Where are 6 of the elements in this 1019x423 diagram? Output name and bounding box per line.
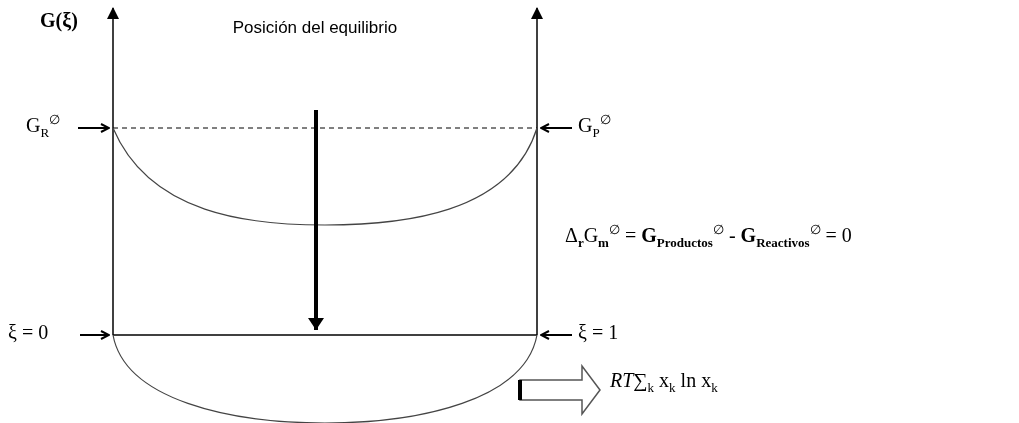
math-expression: RT∑$_{k}$ x$_{k}$ ln x$_{k}$ — [610, 368, 718, 396]
math-label: ξ = 1 — [578, 320, 619, 344]
math-label: ξ = 0 — [8, 320, 49, 344]
equation: Δ$_{r}$G$_{m}$$^{∅}$ = G$_{Productos}$$^{∅}$ - G$_{Reactivos}$$^{∅}$ = 0 — [565, 222, 852, 251]
annotation-text: Posición del equilibrio — [231, 17, 399, 39]
axis-label: G(ξ) — [40, 8, 78, 32]
